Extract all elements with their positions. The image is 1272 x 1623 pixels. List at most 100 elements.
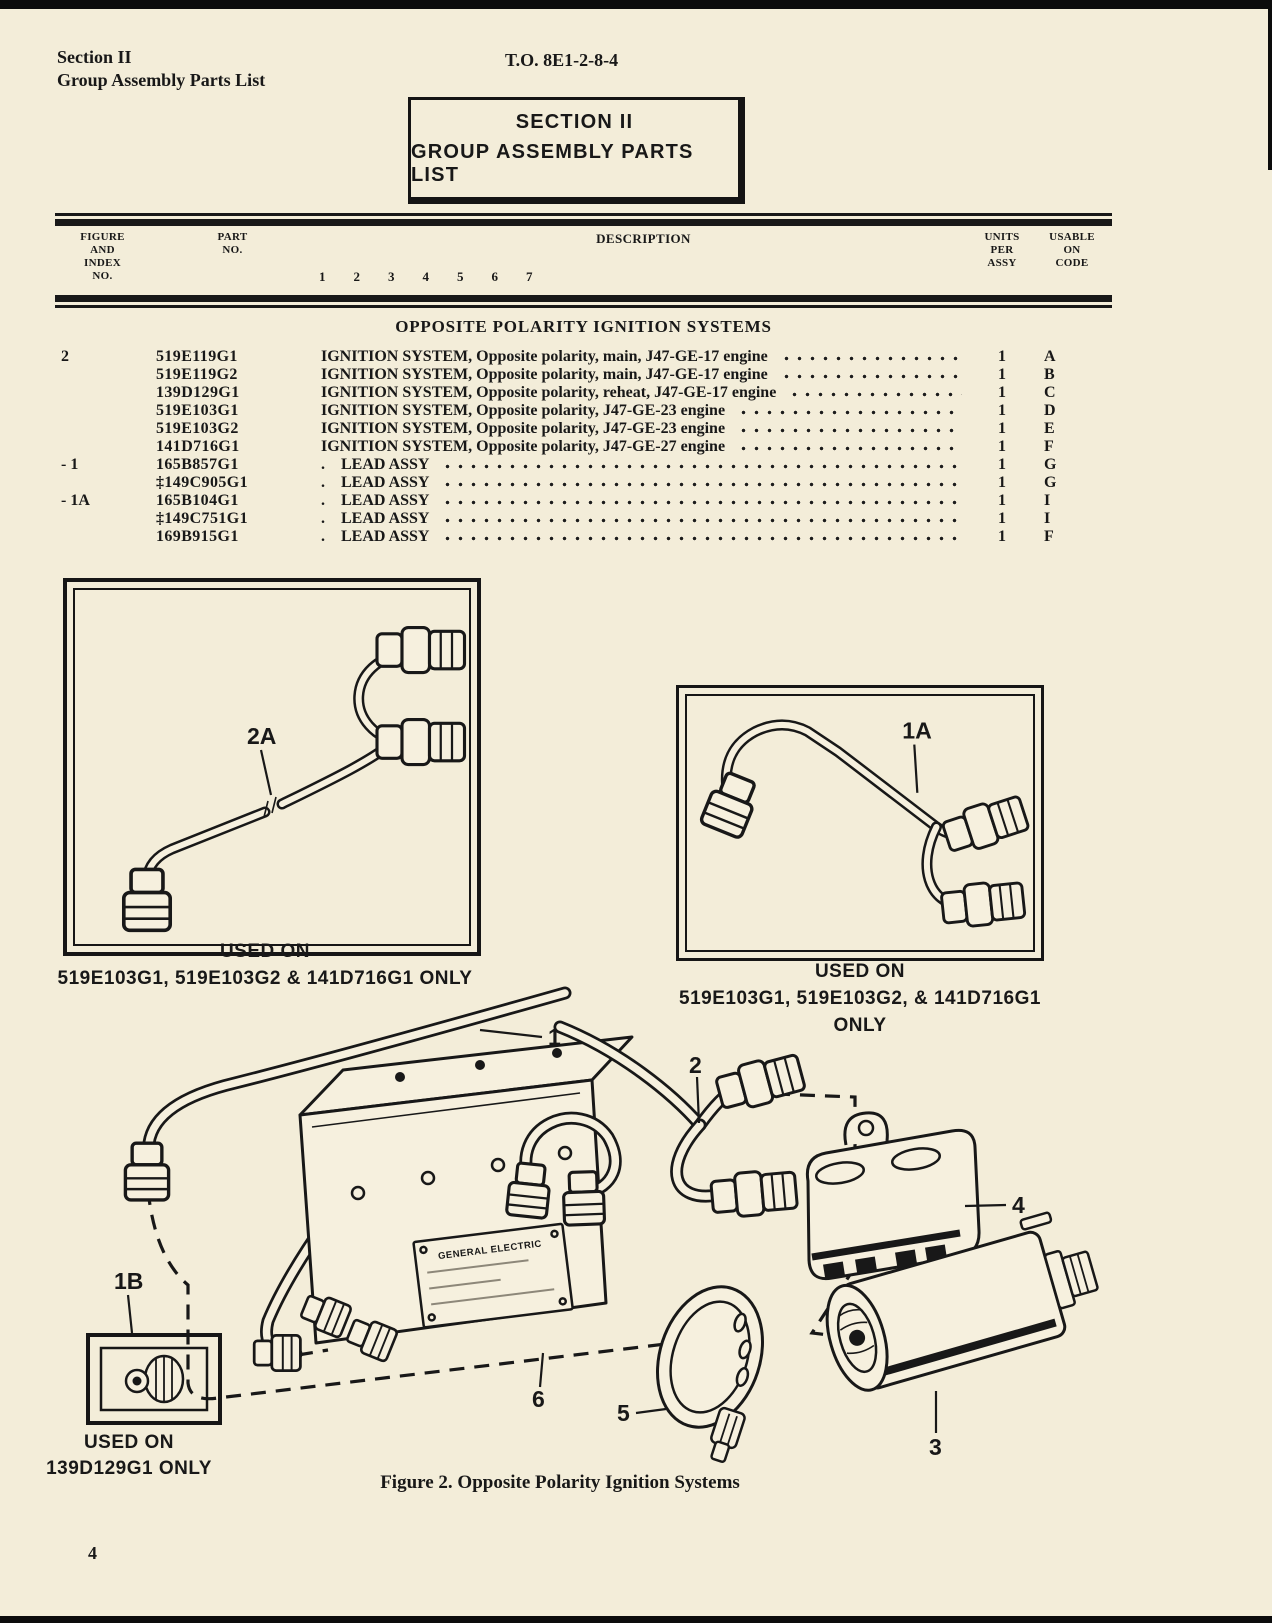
- cell-desc: IGNITION SYSTEM, Opposite polarity, rehe…: [321, 384, 777, 401]
- scan-edge-top: [0, 0, 1272, 9]
- cell-code: B: [1044, 366, 1055, 383]
- dot-leader: [439, 528, 962, 546]
- caption-2a: USED ON 519E103G1, 519E103G2 & 141D716G1…: [50, 938, 480, 992]
- cell-code: D: [1044, 402, 1056, 419]
- cell-desc: LEAD ASSY: [341, 528, 430, 545]
- indenture-7: 7: [526, 269, 533, 284]
- dot-leader: [439, 510, 962, 528]
- cell-desc: IGNITION SYSTEM, Opposite polarity, main…: [321, 366, 768, 383]
- callout-3: 3: [929, 1434, 942, 1460]
- section-sublabel: Group Assembly Parts List: [57, 70, 266, 90]
- callout-4: 4: [1012, 1192, 1025, 1218]
- table-row: ‡149C751G1 . LEAD ASSY 1 I: [55, 510, 1112, 528]
- cell-desc: IGNITION SYSTEM, Opposite polarity, J47-…: [321, 402, 726, 419]
- section-label: Section II: [57, 47, 132, 67]
- indenture-5: 5: [457, 269, 464, 284]
- table-row: - 1 165B857G1 .LEAD ASSY 1 G: [55, 456, 1112, 474]
- cell-part: 165B104G1: [156, 492, 239, 509]
- tube-drawing-1a: 1A: [698, 718, 1032, 931]
- cell-code: I: [1044, 510, 1051, 527]
- indenture-3: 3: [388, 269, 395, 284]
- table-row: - 1A 165B104G1 .LEAD ASSY 1 I: [55, 492, 1112, 510]
- indenture-4: 4: [422, 269, 430, 284]
- cell-index: - 1: [61, 456, 79, 473]
- detail-box-2a-inner: 2A: [73, 588, 471, 946]
- detail-box-2a: 2A: [63, 578, 481, 956]
- cell-units: 1: [998, 366, 1006, 383]
- dot-leader: [777, 348, 962, 366]
- table-row: 519E119G2 IGNITION SYSTEM, Opposite pola…: [55, 366, 1112, 384]
- callout-1a: 1A: [902, 718, 932, 744]
- cell-part: 141D716G1: [156, 438, 240, 455]
- cell-code: F: [1044, 528, 1054, 545]
- indent-dot: .: [321, 492, 325, 509]
- indent-dot: .: [321, 510, 325, 527]
- dot-leader: [735, 420, 962, 438]
- cell-index: - 1A: [61, 492, 90, 509]
- header-figure-index: FIGURE AND INDEX NO.: [80, 231, 125, 282]
- header-part-no: PART NO.: [217, 231, 248, 256]
- rule: [55, 213, 1112, 216]
- rule: [55, 305, 1112, 308]
- table-row: 139D129G1 IGNITION SYSTEM, Opposite pola…: [55, 384, 1112, 402]
- cell-code: C: [1044, 384, 1056, 401]
- indent-dot: .: [321, 474, 325, 491]
- table-header: FIGURE AND INDEX NO. PART NO. DESCRIPTIO…: [55, 226, 1112, 295]
- cell-desc: IGNITION SYSTEM, Opposite polarity, J47-…: [321, 420, 726, 437]
- cell-index: 2: [61, 348, 69, 365]
- group-title: OPPOSITE POLARITY IGNITION SYSTEMS: [395, 317, 772, 336]
- page-number: 4: [88, 1543, 97, 1563]
- rule: [55, 219, 1112, 226]
- cell-part: ‡149C751G1: [156, 510, 248, 527]
- cell-part: ‡149C905G1: [156, 474, 248, 491]
- indenture-2: 2: [353, 269, 361, 284]
- detail-box-1a: 1A: [676, 685, 1044, 961]
- callout-1b: 1B: [114, 1268, 143, 1294]
- caption-1a-line2: 519E103G1, 519E103G2, & 141D716G1 ONLY: [679, 988, 1041, 1036]
- cell-code: A: [1044, 348, 1056, 365]
- cell-part: 519E103G2: [156, 420, 239, 437]
- caption-2a-line2: 519E103G1, 519E103G2 & 141D716G1 ONLY: [57, 968, 473, 989]
- igniter-plug: [825, 1211, 1099, 1392]
- running-header-left: Section II Group Assembly Parts List: [57, 46, 265, 92]
- indent-dot: .: [321, 456, 325, 473]
- cell-units: 1: [998, 492, 1006, 509]
- cell-part: 165B857G1: [156, 456, 239, 473]
- table-row: 519E103G1 IGNITION SYSTEM, Opposite pola…: [55, 402, 1112, 420]
- caption-1a: USED ON 519E103G1, 519E103G2, & 141D716G…: [655, 958, 1065, 1039]
- callout-2: 2: [689, 1052, 702, 1078]
- cell-part: 519E103G1: [156, 402, 239, 419]
- scan-edge-right: [1268, 0, 1272, 170]
- figure-caption: Figure 2. Opposite Polarity Ignition Sys…: [380, 1472, 740, 1493]
- cell-units: 1: [998, 510, 1006, 527]
- scan-edge-bottom: [0, 1616, 1272, 1623]
- indenture-1: 1: [319, 269, 326, 284]
- indenture-numbers: 1 2 3 4 5 6 7: [315, 269, 972, 285]
- exploded-view-figure: GENERAL ELECTRIC: [86, 986, 1099, 1463]
- dot-leader: [786, 384, 962, 402]
- caption-2a-line1: USED ON: [219, 941, 311, 962]
- tube-drawing-2a: 2A: [121, 625, 467, 933]
- caption-1b: USED ON 139D129G1 ONLY: [20, 1430, 238, 1482]
- caption-1b-line2: 139D129G1 ONLY: [46, 1458, 212, 1479]
- rule: [55, 295, 1112, 302]
- cell-units: 1: [998, 528, 1006, 545]
- parts-table: FIGURE AND INDEX NO. PART NO. DESCRIPTIO…: [55, 213, 1112, 546]
- cell-code: G: [1044, 456, 1057, 473]
- cell-units: 1: [998, 474, 1006, 491]
- dot-leader: [439, 492, 962, 510]
- cell-desc: LEAD ASSY: [341, 510, 430, 527]
- nameplate: GENERAL ELECTRIC: [412, 1222, 574, 1329]
- header-units: UNITS PER ASSY: [984, 231, 1020, 269]
- cell-part: 519E119G2: [156, 366, 238, 383]
- dot-leader: [735, 438, 962, 456]
- table-row: ‡149C905G1 .LEAD ASSY 1 G: [55, 474, 1112, 492]
- header-usable: USABLE ON CODE: [1049, 231, 1095, 269]
- cell-units: 1: [998, 402, 1006, 419]
- dot-leader: [777, 366, 962, 384]
- section-title-box: SECTION II GROUP ASSEMBLY PARTS LIST: [408, 97, 745, 204]
- dot-leader: [735, 402, 962, 420]
- cell-code: G: [1044, 474, 1057, 491]
- hose-clamp: [655, 1285, 765, 1463]
